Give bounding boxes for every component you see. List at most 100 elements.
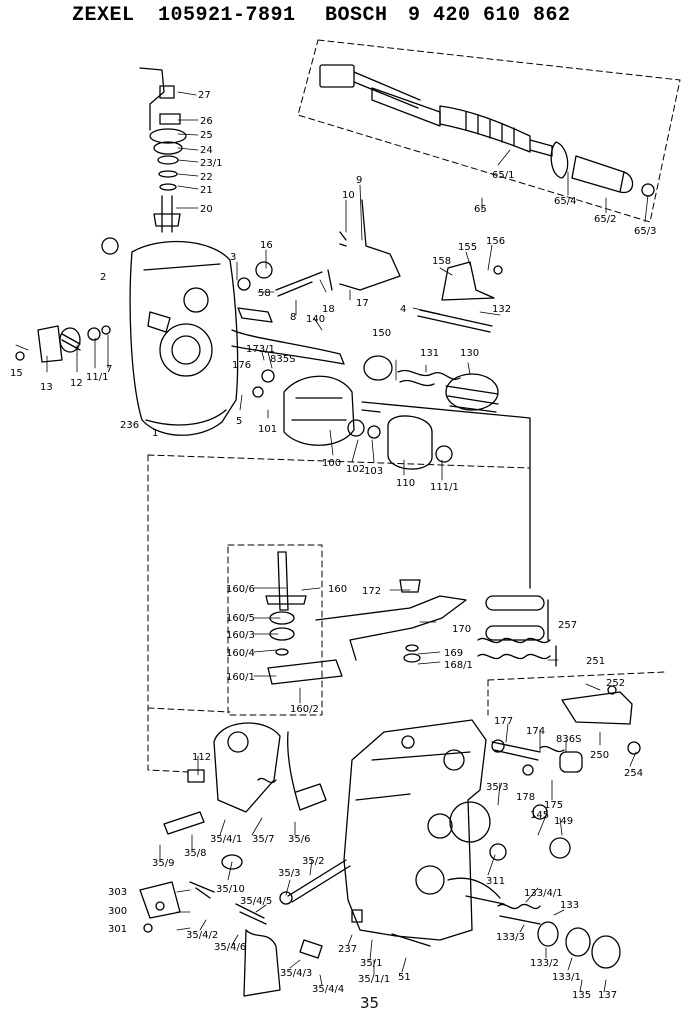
callout: 300 xyxy=(108,906,127,917)
callout: 156 xyxy=(486,236,505,247)
callout: 35/7 xyxy=(252,834,274,845)
callout: 35/4/5 xyxy=(240,896,272,907)
callout: 149 xyxy=(554,816,573,827)
callout: 160/5 xyxy=(226,613,255,624)
callout: 175 xyxy=(544,800,563,811)
callout: 26 xyxy=(200,116,213,127)
callout: 5 xyxy=(236,416,242,427)
callout: 51 xyxy=(398,972,411,983)
callout: 160 xyxy=(328,584,347,595)
callout: 303 xyxy=(108,887,127,898)
callout: 24 xyxy=(200,145,213,156)
callout: 111/1 xyxy=(430,482,459,493)
stop-lever-linkage xyxy=(139,722,431,997)
callout: 145 xyxy=(530,810,549,821)
callout: 9 xyxy=(356,175,362,186)
callout: 35/1 xyxy=(360,958,382,969)
callout: 2 xyxy=(100,272,106,283)
callout: 102 xyxy=(346,464,365,475)
callout: 3 xyxy=(230,252,236,263)
lever-group-box xyxy=(227,544,323,716)
callout: 18 xyxy=(322,304,335,315)
oem-number: 9 420 610 862 xyxy=(408,4,571,27)
callout: 21 xyxy=(200,185,213,196)
callout: 101 xyxy=(258,424,277,435)
callout: 8 xyxy=(290,312,296,323)
callout: 133/4/1 xyxy=(524,888,563,899)
maker-number: 105921-7891 xyxy=(158,4,296,27)
callout: 1 xyxy=(152,428,158,439)
callout: 173/1 xyxy=(246,344,275,355)
callout: 160/2 xyxy=(290,704,319,715)
oem-label: BOSCH xyxy=(325,4,388,27)
callout: 174 xyxy=(526,726,545,737)
callout: 301 xyxy=(108,924,127,935)
callout: 311 xyxy=(486,876,505,887)
callout: 251 xyxy=(586,656,605,667)
adjusting-lever-group xyxy=(265,551,467,685)
callout: 140 xyxy=(306,314,325,325)
callout: 158 xyxy=(432,256,451,267)
callout: 176 xyxy=(232,360,251,371)
maker-label: ZEXEL xyxy=(72,4,135,27)
callout: 170 xyxy=(452,624,471,635)
callout: 252 xyxy=(606,678,625,689)
callout: 35/10 xyxy=(216,884,245,895)
callout: 35/2 xyxy=(302,856,324,867)
pump-housing-lower xyxy=(343,719,507,941)
callout: 13 xyxy=(40,382,53,393)
callout: 65/3 xyxy=(634,226,656,237)
callout: 257 xyxy=(558,620,577,631)
flyweight-assembly xyxy=(252,369,531,589)
callout: 35/4/6 xyxy=(214,942,246,953)
callout: 172 xyxy=(362,586,381,597)
callout: 103 xyxy=(364,466,383,477)
callout: 15 xyxy=(10,368,23,379)
right-lower-parts xyxy=(491,685,641,969)
callout: 35/8 xyxy=(184,848,206,859)
callout: 836S xyxy=(556,734,581,745)
callout: 160/6 xyxy=(226,584,255,595)
callout: 131 xyxy=(420,348,439,359)
callout: 35/1/1 xyxy=(358,974,390,985)
callout: 177 xyxy=(494,716,513,727)
callout: 58 xyxy=(258,288,271,299)
callout: 130 xyxy=(460,348,479,359)
callout: 65 xyxy=(474,204,487,215)
callout: 155 xyxy=(458,242,477,253)
callout: 35/3 xyxy=(278,868,300,879)
fuel-cut-solenoid xyxy=(319,64,655,197)
callout: 27 xyxy=(198,90,211,101)
callout: 35/4/2 xyxy=(186,930,218,941)
spring-sleeves xyxy=(477,595,557,667)
callout: 250 xyxy=(590,750,609,761)
callout: 65/4 xyxy=(554,196,576,207)
callout: 133 xyxy=(560,900,579,911)
callout: 160/1 xyxy=(226,672,255,683)
callout: 35/4/4 xyxy=(312,984,344,995)
callout: 178 xyxy=(516,792,535,803)
callout: 133/3 xyxy=(496,932,525,943)
callout: 132 xyxy=(492,304,511,315)
callout: 23/1 xyxy=(200,158,222,169)
solenoid-group-box xyxy=(297,39,681,223)
callout: 835S xyxy=(270,354,295,365)
callout: 236 xyxy=(120,420,139,431)
callout: 35/6 xyxy=(288,834,310,845)
callout: 160/4 xyxy=(226,648,255,659)
callout: 237 xyxy=(338,944,357,955)
callout: 137 xyxy=(598,990,617,1001)
callout: 35/4/1 xyxy=(210,834,242,845)
callout: 65/1 xyxy=(492,170,514,181)
callout: 135 xyxy=(572,990,591,1001)
callout: 7 xyxy=(106,364,112,375)
callout: 16 xyxy=(260,240,273,251)
left-small-parts xyxy=(15,325,111,363)
callout: 112 xyxy=(192,752,211,763)
callout: 35/3 xyxy=(486,782,508,793)
callout: 65/2 xyxy=(594,214,616,225)
callout: 22 xyxy=(200,172,213,183)
